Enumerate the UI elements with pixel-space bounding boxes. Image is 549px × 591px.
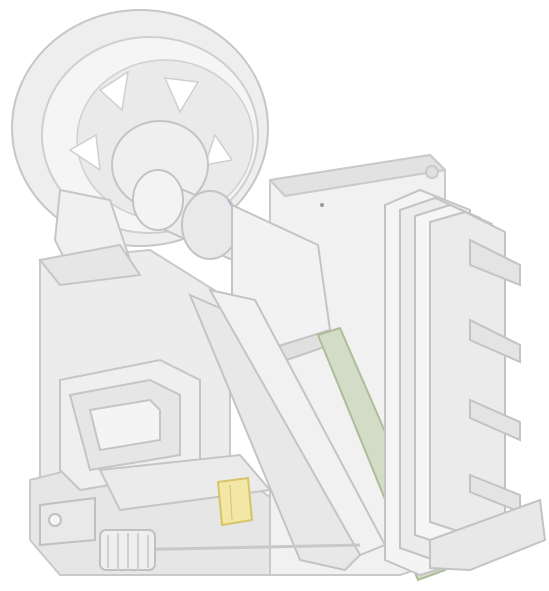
lower-housing bbox=[59, 358, 272, 512]
flywheel-icon bbox=[11, 9, 269, 247]
tension-spring-icon bbox=[39, 496, 361, 571]
toggle-plate-icon bbox=[216, 476, 254, 527]
cheek-plate bbox=[38, 188, 142, 287]
fixed-jaw-ribs bbox=[384, 188, 547, 577]
swing-jaw-icon bbox=[188, 288, 387, 572]
